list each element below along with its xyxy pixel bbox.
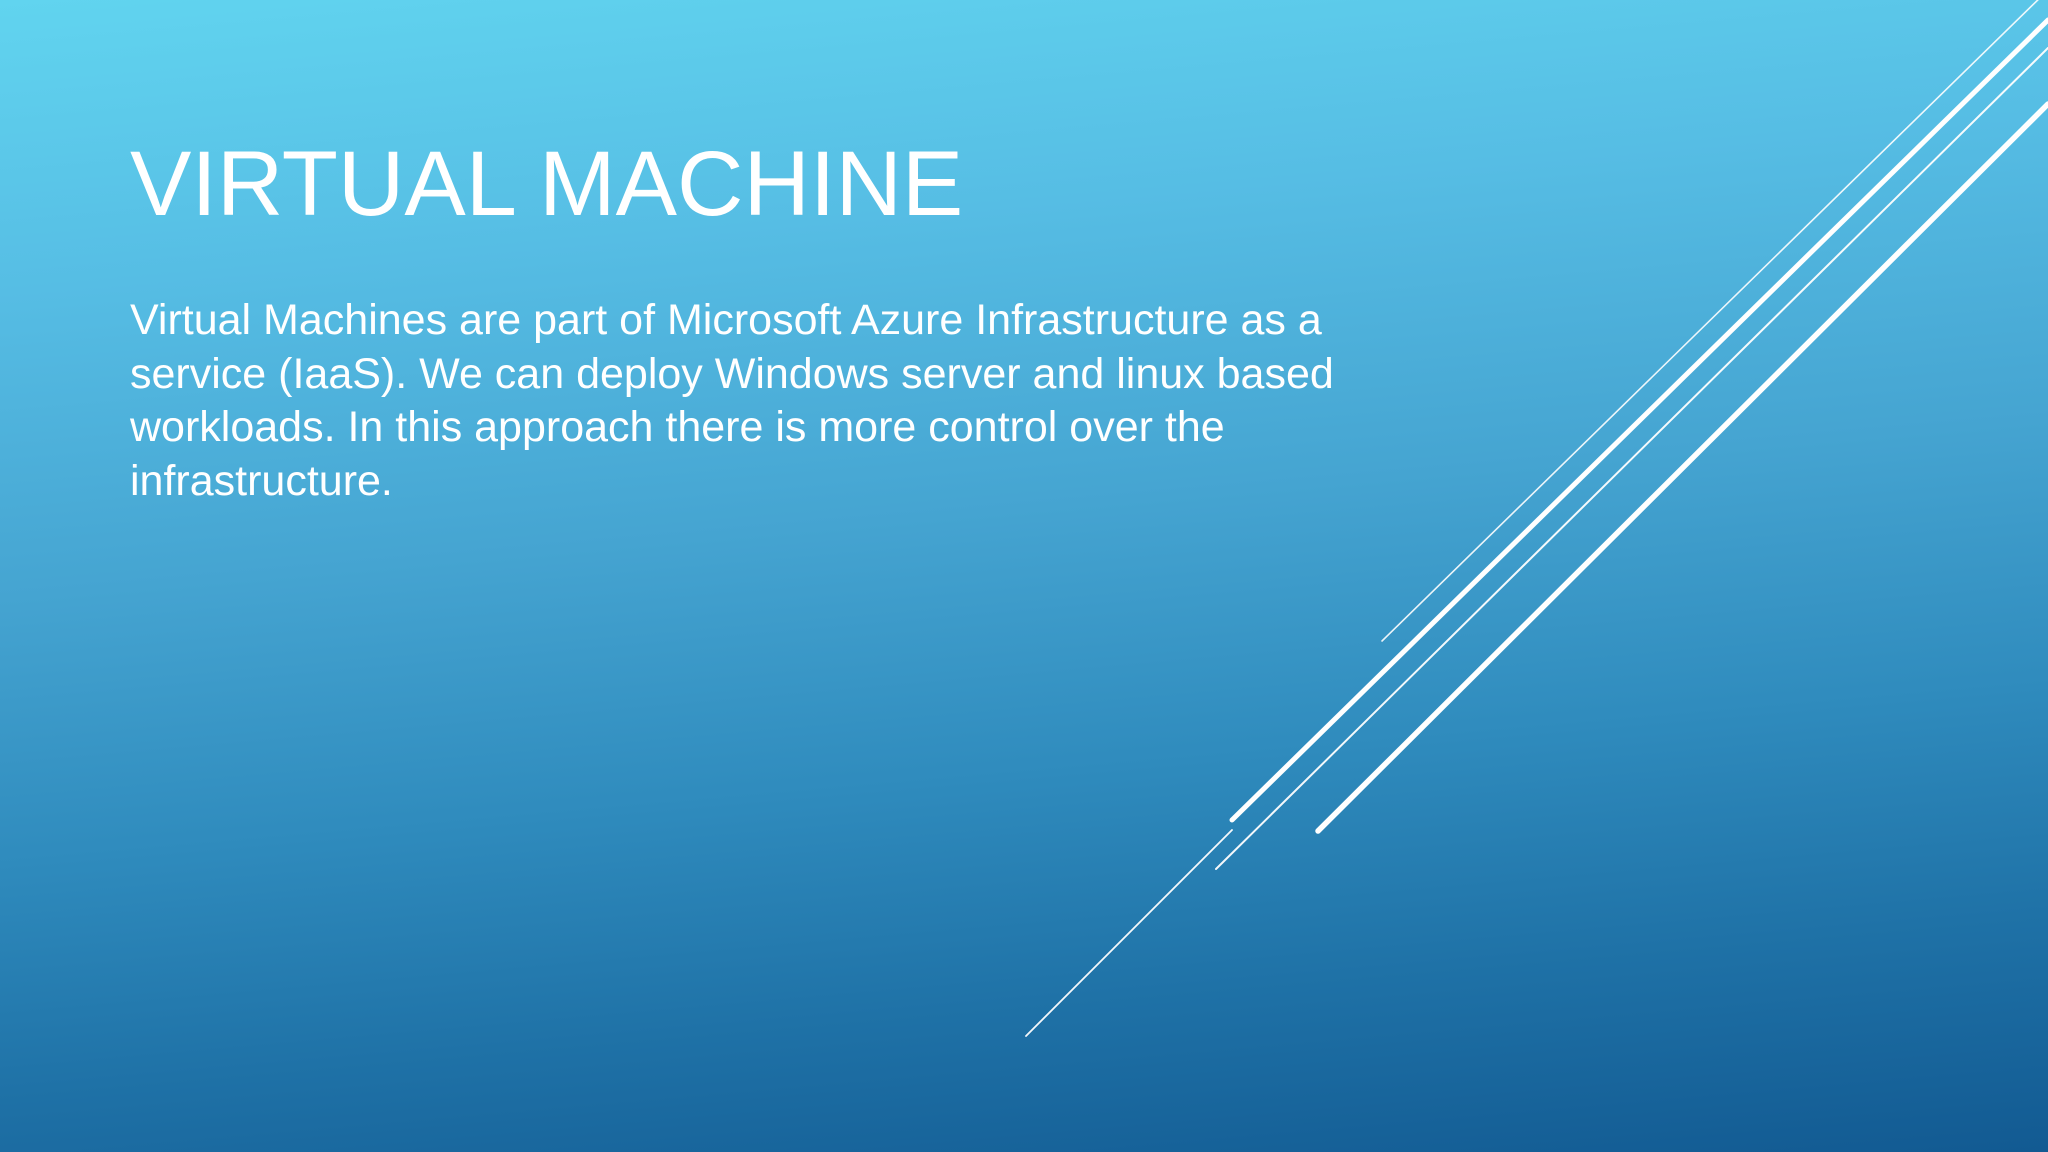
decorative-line (1025, 829, 1233, 1037)
slide-body-text: Virtual Machines are part of Microsoft A… (130, 294, 1430, 508)
body-text-line: infrastructure. (130, 456, 393, 505)
slide-title: VIRTUAL MACHINE (130, 133, 964, 235)
body-text-line: service (IaaS). We can deploy Windows se… (130, 349, 1334, 398)
body-text-line: Virtual Machines are part of Microsoft A… (130, 296, 1322, 344)
body-text-line: workloads. In this approach there is mor… (130, 403, 1225, 451)
decorative-line (1381, 0, 2039, 642)
